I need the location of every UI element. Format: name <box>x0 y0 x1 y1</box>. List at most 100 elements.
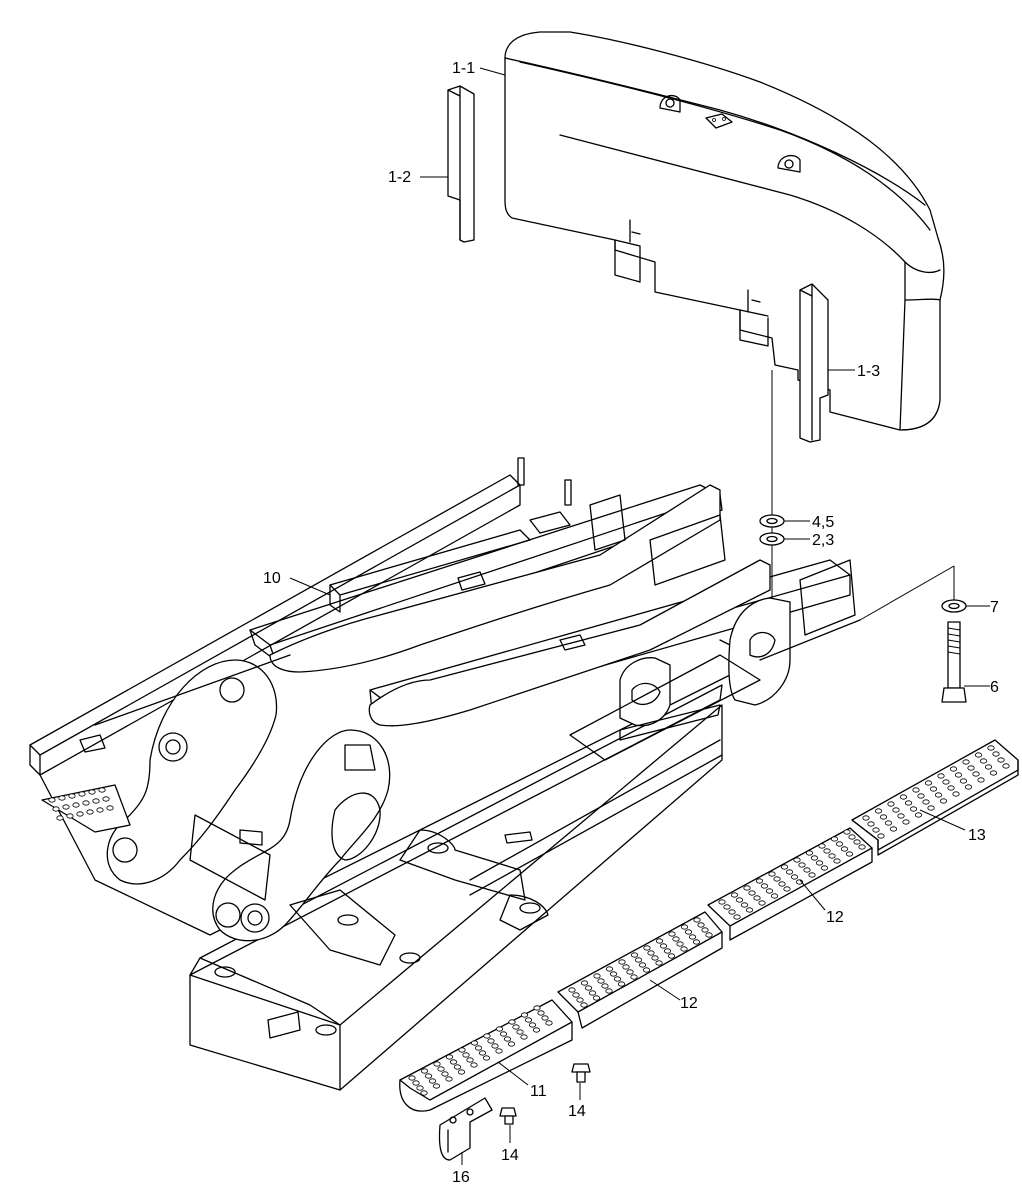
perforation-hole <box>424 1073 433 1079</box>
perforation-hole <box>524 1017 533 1023</box>
shim-left <box>447 85 475 243</box>
perforation-hole <box>663 948 672 954</box>
label-1-2: 1-2 <box>388 169 411 186</box>
perforation-hole <box>441 1071 449 1077</box>
perforation-hole <box>483 1033 491 1039</box>
perforation-hole <box>897 813 905 819</box>
perforation-hole <box>659 943 668 949</box>
perforation-hole <box>748 890 756 896</box>
perforation-hole <box>647 950 655 956</box>
perforation-hole <box>667 953 676 959</box>
perforation-hole <box>974 752 983 758</box>
perforation-hole <box>470 1040 479 1046</box>
perforation-hole <box>537 1010 545 1016</box>
perforation-hole <box>626 969 634 975</box>
perforation-hole <box>904 800 913 806</box>
perforation-hole <box>528 1022 537 1028</box>
perforation-hole <box>818 843 826 849</box>
perforation-hole <box>651 955 659 961</box>
perforation-hole <box>745 907 754 913</box>
step-13 <box>851 739 1019 856</box>
label-4-5: 4,5 <box>812 514 834 531</box>
leader-lines <box>289 67 990 1165</box>
perforation-hole <box>693 917 701 923</box>
perforation-hole <box>914 812 923 818</box>
perforation-hole <box>613 976 622 982</box>
perforation-hole <box>495 1026 504 1032</box>
perforation-hole <box>580 980 589 986</box>
perforation-hole <box>601 983 609 989</box>
perforation-hole <box>512 1024 520 1030</box>
perforation-hole <box>66 813 74 819</box>
label-1-1: 1-1 <box>452 60 475 77</box>
perforation-hole <box>82 800 90 806</box>
perforation-hole <box>106 805 114 811</box>
perforation-hole <box>879 814 888 820</box>
label-12-upper: 12 <box>826 909 844 926</box>
perforation-hole <box>790 874 799 880</box>
perforation-hole <box>655 960 663 966</box>
perforation-hole <box>987 745 995 751</box>
perforation-hole <box>692 939 701 945</box>
perforation-hole <box>884 820 893 826</box>
washer-2-3 <box>759 532 785 546</box>
label-13: 13 <box>968 827 986 844</box>
perforation-hole <box>672 936 680 942</box>
perforation-hole <box>989 770 998 776</box>
perforation-hole <box>942 779 950 785</box>
perforation-hole <box>592 995 601 1001</box>
perforation-hole <box>420 1090 428 1096</box>
perforation-hole <box>630 952 639 958</box>
perforation-hole <box>853 839 861 845</box>
perforation-hole <box>835 841 844 847</box>
perforation-hole <box>680 946 688 952</box>
perforation-hole <box>977 777 985 783</box>
perforation-hole <box>676 941 684 947</box>
perforation-hole <box>959 778 968 784</box>
callout-labels: 1-1 1-2 1-3 4,5 2,3 7 6 10 13 12 12 11 1… <box>263 60 999 1186</box>
perforation-hole <box>597 978 605 984</box>
perforation-hole <box>753 895 761 901</box>
perforation-hole <box>810 855 819 861</box>
perforation-hole <box>972 771 980 777</box>
perforation-hole <box>924 780 933 786</box>
washer-7 <box>941 599 967 613</box>
perforation-hole <box>416 1085 424 1091</box>
perforation-hole <box>433 1061 441 1067</box>
perforation-hole <box>808 872 816 878</box>
perforation-hole <box>412 1080 420 1086</box>
perforation-hole <box>962 759 970 765</box>
perforation-hole <box>780 864 789 870</box>
label-14-upper: 14 <box>568 1103 586 1120</box>
step-11 <box>399 999 573 1112</box>
perforation-hole <box>609 971 618 977</box>
perforation-hole <box>588 990 597 996</box>
perforation-hole <box>758 900 766 906</box>
bracket-16 <box>438 1097 493 1161</box>
perforation-hole <box>580 1002 588 1008</box>
perforation-hole <box>668 931 676 937</box>
washer-4-5 <box>759 514 785 528</box>
perforation-hole <box>584 985 593 991</box>
label-2-3: 2,3 <box>812 532 834 549</box>
perforation-hole <box>98 787 106 793</box>
perforation-hole <box>735 897 744 903</box>
label-1-3: 1-3 <box>857 363 880 380</box>
perforation-hole <box>899 794 908 800</box>
perforation-hole <box>48 797 56 803</box>
perforation-hole <box>1002 763 1010 769</box>
bolt-6 <box>941 621 967 703</box>
perforation-hole <box>622 964 630 970</box>
perforation-hole <box>541 1015 549 1021</box>
label-14-lower: 14 <box>501 1147 519 1164</box>
perforation-hole <box>889 826 898 832</box>
step-11-holes <box>408 1005 553 1096</box>
perforation-hole <box>491 1043 499 1049</box>
perforation-hole <box>768 871 776 877</box>
perforation-hole <box>947 785 955 791</box>
perforation-hole <box>655 938 664 944</box>
perforation-hole <box>984 764 993 770</box>
perforation-hole <box>643 945 651 951</box>
perforation-hole <box>630 974 638 980</box>
perforation-hole <box>840 846 849 852</box>
